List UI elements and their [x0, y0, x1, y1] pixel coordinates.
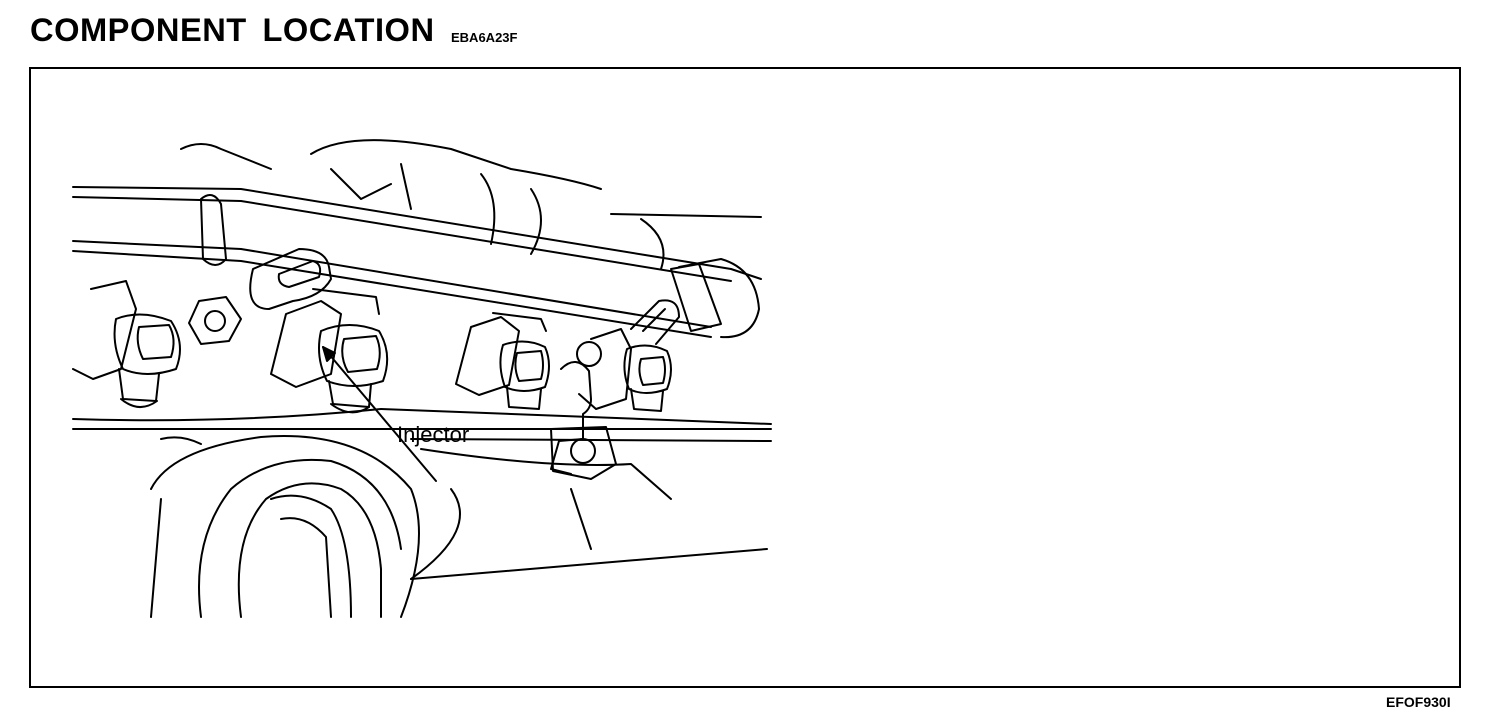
- fuel-rail: [72, 186, 762, 339]
- page-title: COMPONENT LOCATION: [30, 12, 435, 48]
- injector-4: [576, 328, 672, 412]
- rail-brackets: [249, 248, 680, 345]
- engine-illustration: [72, 139, 772, 618]
- injector-3: [455, 312, 550, 410]
- mounting-bolt: [188, 296, 242, 345]
- bracket-clip: [550, 361, 617, 480]
- section-code: EBA6A23F: [451, 30, 518, 45]
- injector-callout-label: Injector: [397, 422, 470, 447]
- throttle-body: [150, 435, 420, 618]
- injector-callout-leader: [322, 346, 437, 482]
- injector-1: [72, 280, 181, 408]
- intake-manifold-outline: [180, 139, 762, 270]
- figure-code: EFOF930I: [1386, 694, 1451, 710]
- lower-manifold: [72, 408, 772, 580]
- figure-frame: [29, 67, 1461, 688]
